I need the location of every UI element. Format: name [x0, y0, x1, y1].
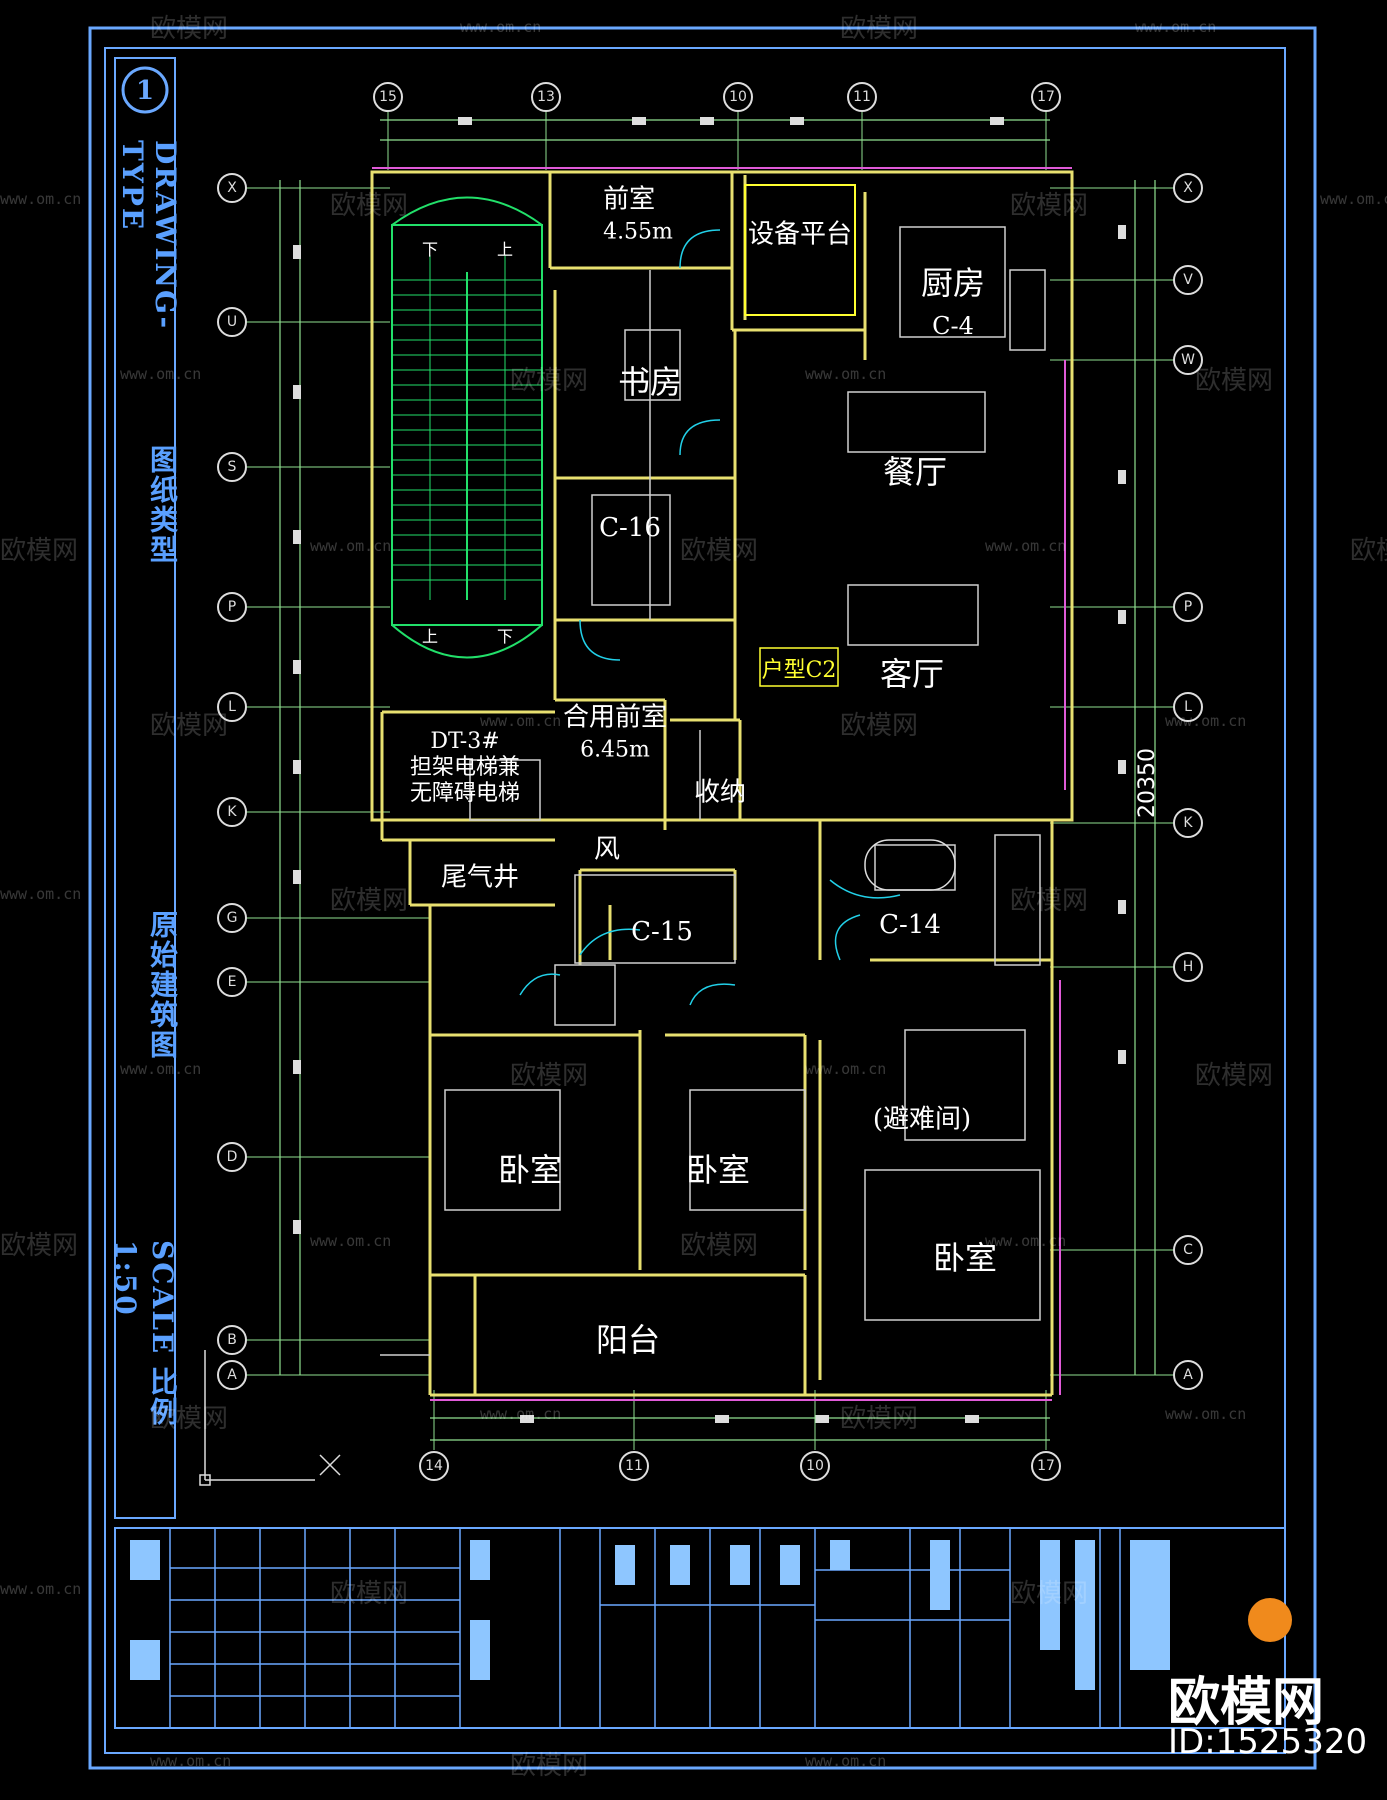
stair-label: 下	[496, 627, 514, 646]
grid-bubble-bottom: 10	[800, 1451, 830, 1481]
dimension-lines	[279, 119, 1156, 1441]
unit-type-box	[759, 647, 839, 687]
stairwell	[391, 196, 543, 659]
overall-dimension: 20350	[1135, 748, 1160, 818]
grid-bubble-left: B	[217, 1325, 247, 1355]
walls	[370, 170, 1074, 1397]
grid-bubble-top: 11	[847, 82, 877, 112]
room-refuge: (避难间)	[872, 1104, 972, 1135]
inner-walls	[380, 226, 1046, 1356]
stair-label: 下	[421, 240, 439, 259]
grid-bubble-left: U	[217, 307, 247, 337]
grid-bubble-left: D	[217, 1142, 247, 1172]
room-wind: 风	[593, 834, 621, 865]
outer-frame	[88, 26, 1317, 1770]
grid-bubble-top: 10	[723, 82, 753, 112]
room-equipment-platform: 设备平台	[747, 219, 853, 250]
room-c14: C-14	[879, 910, 941, 940]
title-block	[114, 1527, 1286, 1729]
brand-id: ID:1525320	[1168, 1722, 1368, 1762]
room-bedroom-left: 卧室	[497, 1151, 563, 1189]
grid-bubble-right: W	[1173, 345, 1203, 375]
grid-bubble-bottom: 17	[1031, 1451, 1061, 1481]
equipment-platform-outline	[744, 184, 856, 316]
grid-bubble-top: 17	[1031, 82, 1061, 112]
room-balcony: 阳台	[595, 1321, 661, 1359]
brand-name: 欧模网	[1168, 1673, 1325, 1733]
title-block-grid	[169, 1528, 1121, 1728]
grid-bubble-left: G	[217, 903, 247, 933]
stair-label: 上	[421, 627, 439, 646]
grid-bubble-left: P	[217, 592, 247, 622]
brand-logo-icon	[1248, 1598, 1292, 1642]
grid-bubble-top: 15	[373, 82, 403, 112]
room-dining: 餐厅	[882, 453, 948, 491]
sheet-number-circle	[121, 66, 169, 114]
grid-bubble-bottom: 11	[619, 1451, 649, 1481]
drawing-type-cn: 图纸类型	[146, 445, 179, 565]
room-c15: C-15	[631, 917, 693, 947]
drawing-type-en: DRAWING-TYPE	[116, 140, 182, 331]
ucs-axis	[199, 1350, 341, 1486]
bathtub	[864, 839, 956, 891]
drawing-title: 原始建筑图	[146, 910, 179, 1060]
room-bedroom-right: 卧室	[932, 1239, 998, 1277]
grid-bubble-left: L	[217, 692, 247, 722]
grid-bubble-right: V	[1173, 265, 1203, 295]
grid-bubble-right: P	[1173, 592, 1203, 622]
exterior-lines	[372, 167, 1072, 1401]
grid-bubble-right: K	[1173, 808, 1203, 838]
grid-bubble-bottom: 14	[419, 1451, 449, 1481]
grid-bubble-right: H	[1173, 952, 1203, 982]
doors	[519, 229, 901, 1006]
title-block-fills	[130, 1540, 1170, 1690]
room-exhaust: 尾气井	[440, 862, 520, 893]
room-c16: C-16	[599, 513, 661, 543]
room-study: 书房	[617, 363, 683, 401]
grid-bubble-right: C	[1173, 1235, 1203, 1265]
grid-bubble-right: X	[1173, 173, 1203, 203]
room-elevator: DT-3#担架电梯兼无障碍电梯	[409, 729, 521, 806]
grid-bubble-left: S	[217, 452, 247, 482]
grid-bubble-left: A	[217, 1360, 247, 1390]
stair-label: 上	[496, 240, 514, 259]
grid-bubble-left: E	[217, 967, 247, 997]
inner-frame	[104, 47, 1286, 1754]
dimension-ticks	[293, 117, 1126, 1423]
room-bedroom-middle: 卧室	[685, 1151, 751, 1189]
scale-label: SCALE 比例 1:50	[109, 1240, 179, 1428]
grid-bubble-right: A	[1173, 1360, 1203, 1390]
sheet-number: 1	[136, 76, 155, 106]
grid-bubble-top: 13	[531, 82, 561, 112]
room-storage: 收纳	[693, 777, 747, 808]
unit-type-label: 户型C2	[761, 658, 837, 683]
grid-bubble-right: L	[1173, 692, 1203, 722]
grid-bubble-left: K	[217, 797, 247, 827]
grid-bubble-left: X	[217, 173, 247, 203]
left-title-strip	[114, 57, 176, 1519]
room-living: 客厅	[879, 655, 945, 693]
